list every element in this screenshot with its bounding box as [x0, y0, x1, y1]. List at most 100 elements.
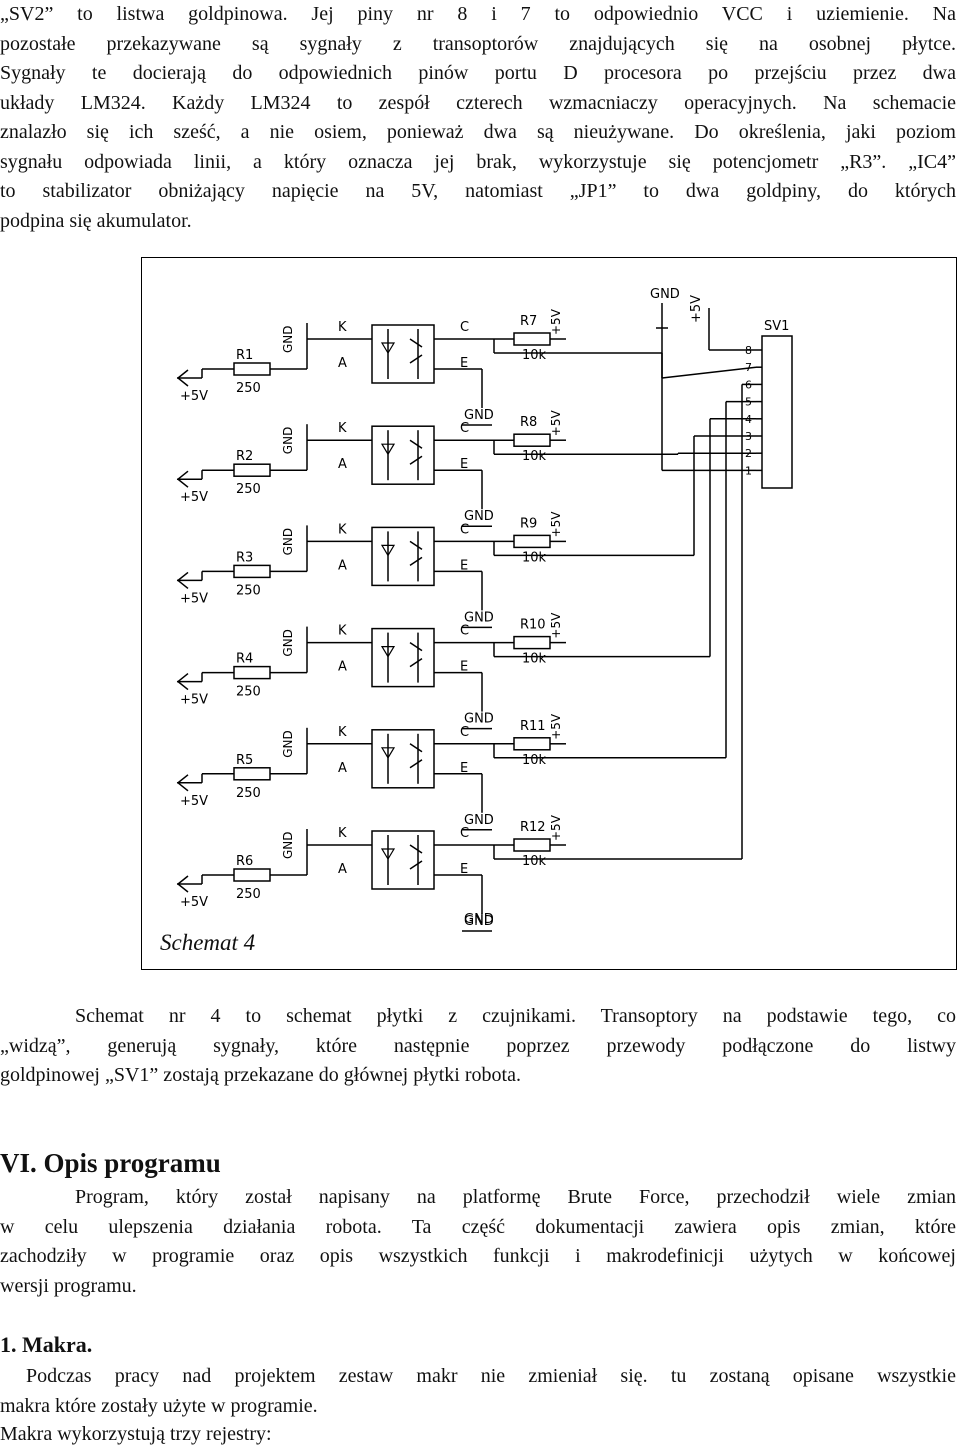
vcc-label: +5V	[180, 794, 208, 809]
gnd-label: GND	[281, 325, 295, 353]
resistor-value: 250	[236, 482, 261, 497]
vcc-arrow	[176, 369, 189, 387]
transistor	[409, 759, 423, 769]
resistor-value: 10k	[522, 652, 547, 667]
resistor-value: 250	[236, 381, 261, 396]
text-line: makra które zostały użyte w programie.	[0, 1394, 318, 1417]
pin-label: C	[460, 826, 469, 841]
text-line: Schemat nr 4 to schemat płytki z czujnik…	[75, 1005, 956, 1027]
text-line: Makra wykorzystują trzy rejestry:	[0, 1423, 272, 1445]
optocoupler-body	[371, 425, 435, 485]
resistor-label: R3	[236, 550, 253, 565]
pin-label: C	[460, 624, 469, 639]
transistor	[409, 338, 423, 348]
resistor-body	[233, 767, 271, 781]
gnd-label: GND	[281, 427, 295, 455]
macros-registers-line: Makra wykorzystują trzy rejestry:	[0, 1420, 956, 1450]
resistor-label: R5	[236, 753, 253, 768]
vcc-arrow	[176, 875, 189, 893]
pin-label: K	[338, 522, 347, 537]
transistor	[409, 657, 423, 668]
resistor-body	[233, 665, 271, 680]
transistor	[409, 556, 423, 567]
vcc-label: +5V	[549, 410, 563, 437]
diode-symbol	[380, 443, 396, 456]
transistor	[409, 860, 423, 870]
vcc-label: +5V	[180, 693, 208, 708]
gnd-label: GND	[464, 712, 494, 727]
resistor-value: 10k	[522, 449, 547, 464]
pin-label: K	[338, 421, 347, 436]
vcc-label: +5V	[549, 713, 563, 740]
pin-label: E	[460, 558, 468, 573]
diode-symbol	[380, 646, 396, 658]
optocoupler-body	[371, 830, 435, 890]
pin-label: K	[338, 725, 347, 740]
optocoupler-body	[371, 627, 435, 688]
program-description: Program, który został napisany na platfo…	[0, 1183, 956, 1301]
vcc-label: +5V	[180, 490, 208, 505]
resistor-body	[233, 463, 271, 477]
gnd-label: GND	[281, 528, 295, 556]
pin-label: A	[338, 862, 347, 877]
text-line: sygnału odpowiada linii, a który oznacza…	[0, 150, 956, 173]
optocoupler-body	[371, 526, 435, 587]
gnd-label: GND	[281, 831, 295, 859]
pin-label: K	[338, 624, 347, 639]
schematic-drawing: GND+5VSV187654321+5VR1250GNDKACEGNDR710k…	[176, 287, 793, 932]
transistor	[409, 439, 423, 449]
vcc-label: +5V	[549, 511, 563, 538]
resistor-value: 250	[236, 786, 261, 801]
pin-label: A	[338, 761, 347, 776]
resistor-value: 10k	[522, 348, 547, 363]
transistor	[409, 844, 423, 854]
pin-label: E	[460, 862, 468, 877]
vcc-label: +5V	[549, 814, 563, 841]
vcc-arrow	[176, 470, 189, 488]
text-line: zachodziły w programie oraz opis wszystk…	[0, 1245, 956, 1267]
resistor-label: R10	[520, 618, 546, 633]
pin-label: E	[460, 356, 468, 371]
transistor	[409, 641, 423, 652]
resistor-value: 10k	[522, 550, 547, 565]
resistor-label: R2	[236, 449, 253, 464]
text-line: „SV2” to listwa goldpinowa. Jej piny nr …	[0, 3, 956, 25]
resistor-label: R11	[520, 719, 546, 734]
gnd-label: GND	[464, 914, 494, 929]
text-line: pozostałe przekazywane są sygnały z tran…	[0, 32, 956, 55]
vcc-arrow	[176, 673, 189, 691]
text-line: to stabilizator obniżający napięcie na 5…	[0, 180, 956, 202]
vcc-label: +5V	[549, 612, 563, 639]
resistor-label: R12	[520, 820, 546, 835]
connector-label: SV1	[764, 319, 789, 334]
text-line: „widzą”, generują sygnały, które następn…	[0, 1034, 956, 1057]
diode-symbol	[380, 544, 396, 557]
resistor-label: R7	[520, 314, 537, 329]
resistor-value: 10k	[522, 753, 547, 768]
resistor-body	[513, 838, 551, 852]
gnd-label: GND	[650, 287, 680, 302]
optocoupler-body	[371, 729, 435, 789]
schematic-figure: GND+5VSV187654321+5VR1250GNDKACEGNDR710k…	[141, 257, 957, 970]
text-line: wersji programu.	[0, 1274, 137, 1297]
gnd-label: GND	[281, 730, 295, 758]
pin-label: K	[338, 826, 347, 841]
gnd-label: GND	[281, 629, 295, 657]
resistor-label: R8	[520, 415, 537, 430]
diode-symbol	[380, 342, 396, 355]
gnd-wire	[661, 366, 757, 379]
gnd-label: GND	[464, 509, 494, 524]
transistor	[409, 354, 423, 364]
pin-label: C	[460, 725, 469, 740]
vcc-label: +5V	[180, 591, 208, 606]
text-line: w celu ulepszenia działania robota. Ta c…	[0, 1215, 956, 1238]
resistor-body	[513, 534, 551, 549]
pin-label: E	[460, 457, 468, 472]
pin-label: A	[338, 660, 347, 675]
pin-label: C	[460, 421, 469, 436]
vcc-arrow	[176, 774, 189, 792]
macros-paragraph: Podczas pracy nad projektem zestaw makr …	[0, 1362, 956, 1421]
resistor-body	[233, 868, 271, 882]
resistor-body	[513, 635, 551, 650]
diode-symbol	[380, 747, 396, 759]
